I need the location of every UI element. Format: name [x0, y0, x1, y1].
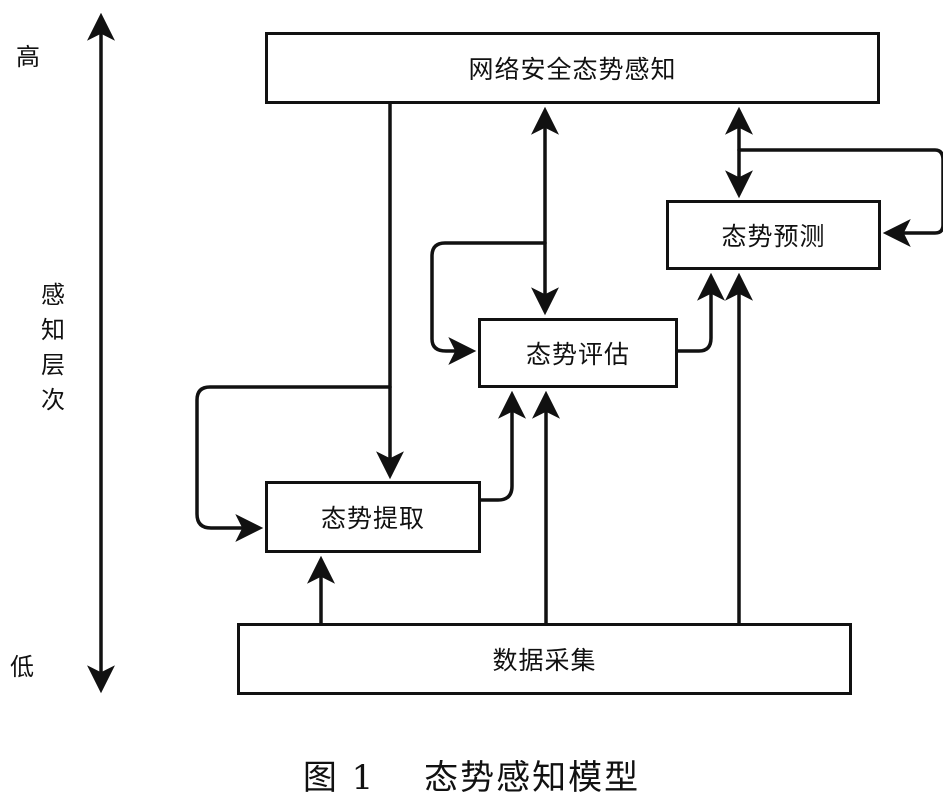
- arrow-extraction-to-assessment: [479, 390, 526, 502]
- node-situation-awareness-label: 网络安全态势感知: [468, 55, 677, 84]
- loop-prediction: [737, 148, 943, 247]
- node-situation-assessment-label: 态势评估: [525, 340, 630, 369]
- node-data-collection: 数据采集: [237, 623, 852, 695]
- loop-assessment: [430, 241, 547, 365]
- node-situation-awareness: 网络安全态势感知: [265, 32, 880, 104]
- node-data-collection-label: 数据采集: [492, 646, 597, 675]
- axis-low-label: 低: [10, 653, 34, 681]
- figure-caption: 图 1 态势感知模型: [302, 758, 641, 798]
- node-situation-assessment: 态势评估: [478, 318, 678, 388]
- node-situation-extraction-label: 态势提取: [320, 504, 425, 533]
- node-situation-prediction: 态势预测: [666, 200, 881, 270]
- axis-high-label: 高: [16, 43, 40, 71]
- node-situation-prediction-label: 态势预测: [721, 222, 826, 251]
- axis-title: 感知层次: [41, 281, 65, 414]
- node-situation-extraction: 态势提取: [265, 481, 481, 553]
- arrow-assessment-to-prediction: [676, 272, 725, 353]
- loop-extraction: [195, 385, 392, 542]
